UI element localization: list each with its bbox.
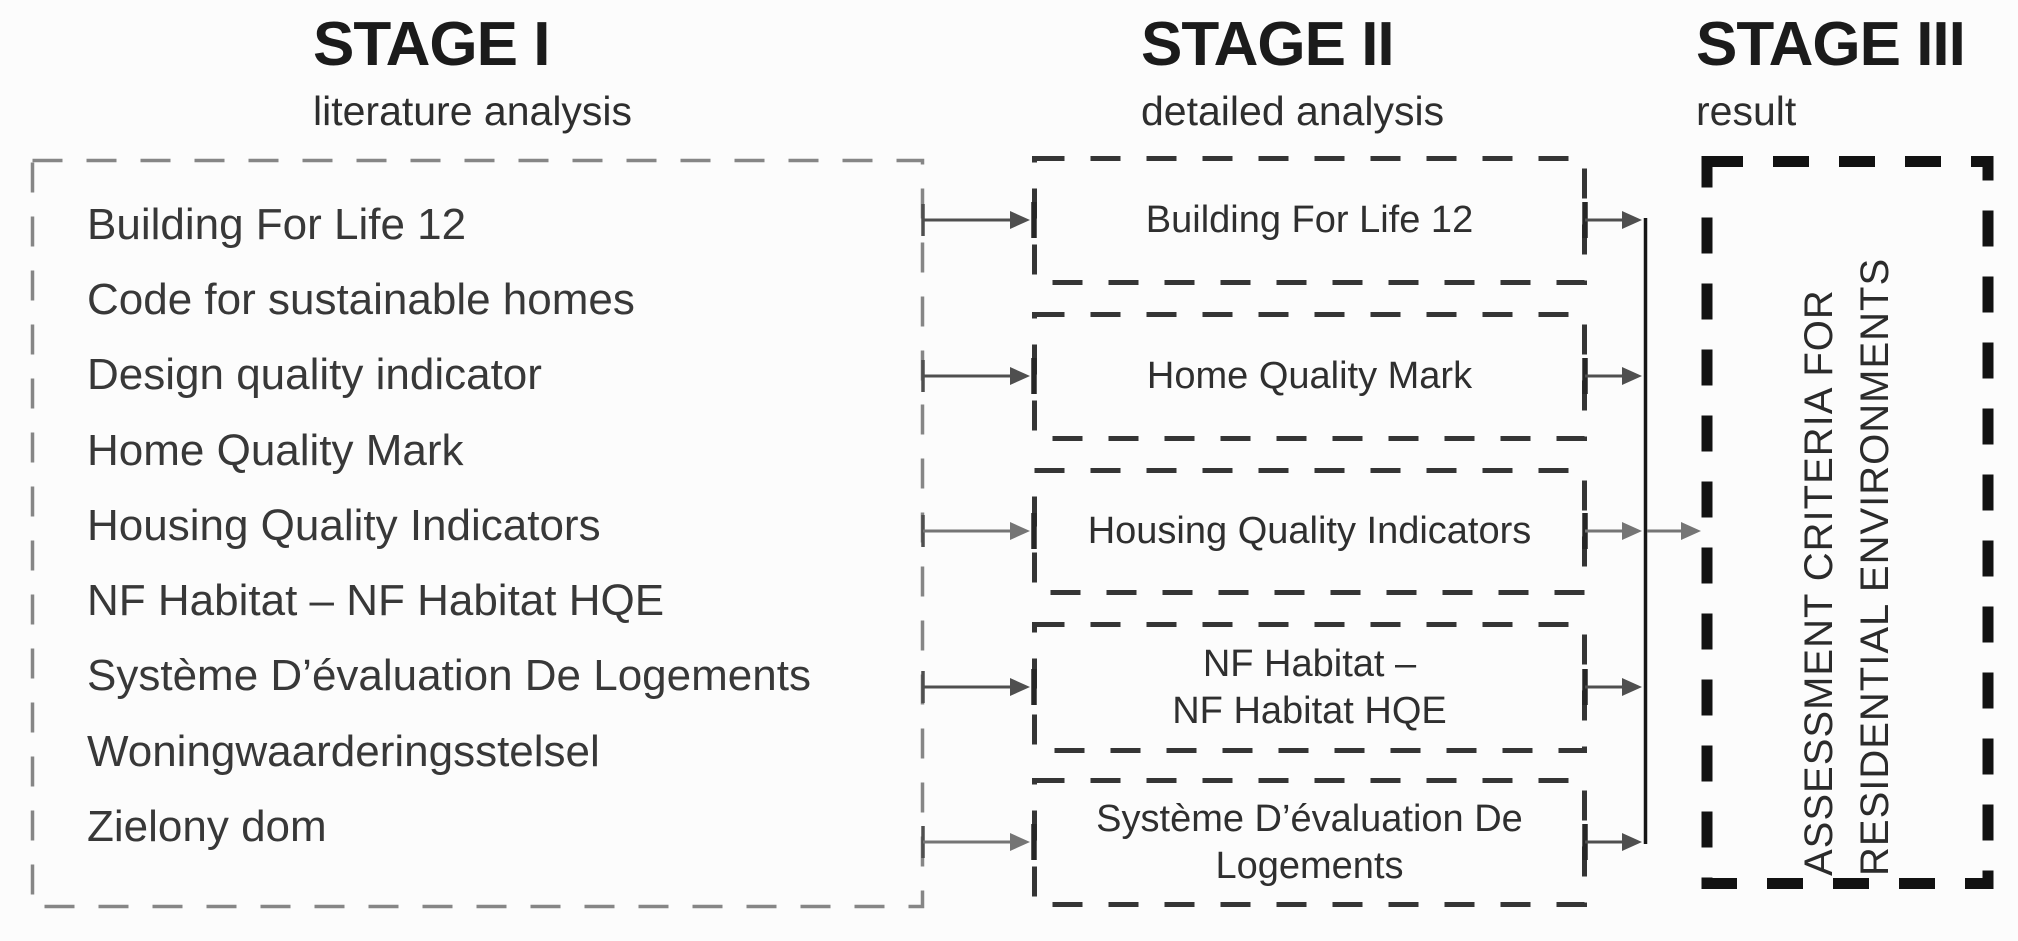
stage3-result-label: ASSESSMENT CRITERIA FOR RESIDENTIAL ENVI… [1797,257,1897,876]
list-item: Housing Quality Indicators [87,500,601,550]
list-item: Home Quality Mark [87,425,464,475]
stage2-header: STAGE II detailed analysis [1141,10,1445,134]
stage2-box-label: Building For Life 12 [1145,199,1474,241]
stage2-title: STAGE II [1141,10,1395,79]
stage2-box-label: Housing Quality Indicators [1087,510,1532,552]
list-item: Building For Life 12 [87,199,467,249]
arrow-stage1-to-home-quality-mark [921,358,1037,394]
list-item: Design quality indicator [87,350,542,400]
arrow-building-for-life-12-out [1582,202,1642,238]
arrow-housing-quality-indicators-out [1582,513,1642,549]
arrowhead-icon [1622,522,1642,540]
arrow-nf-habitat-out [1582,669,1642,705]
arrowhead-icon [1010,211,1030,229]
stage1-subtitle: literature analysis [313,88,633,134]
list-item: Système D’évaluation De Logements [87,651,811,701]
arrowhead-icon [1010,833,1030,851]
arrowhead-icon [1622,211,1642,229]
arrow-stage1-to-nf-habitat [921,669,1037,705]
arrow-stage1-to-systeme-devaluation [921,824,1037,860]
stage2-subtitle: detailed analysis [1141,88,1445,134]
stage1-title: STAGE I [313,10,550,79]
stage2-box-label: Home Quality Mark [1146,355,1473,397]
arrow-stage1-to-building-for-life-12 [921,202,1037,238]
list-item: NF Habitat – NF Habitat HQE [87,576,665,626]
stage3-header: STAGE III result [1696,10,1966,134]
stage1-method-list: Building For Life 12 Code for sustainabl… [87,187,811,865]
arrowhead-icon [1010,367,1030,385]
arrowhead-icon [1622,367,1642,385]
stage3-title: STAGE III [1696,10,1966,79]
arrowhead-icon [1681,522,1701,540]
stage2-box-label: Système D’évaluation De Logements [1096,797,1523,887]
stage1-header: STAGE I literature analysis [313,10,633,134]
list-item: Code for sustainable homes [87,274,635,324]
arrowhead-icon [1010,678,1030,696]
arrow-systeme-devaluation-out [1582,824,1642,860]
arrow-collector-to-stage3 [1647,522,1701,540]
stage3-box-outline [1701,156,1994,889]
arrow-home-quality-mark-out [1582,358,1642,394]
list-item: Woningwaarderingsstelsel [87,726,600,776]
arrowhead-icon [1010,522,1030,540]
arrowhead-icon [1622,678,1642,696]
arrow-stage1-to-housing-quality-indicators [921,513,1037,549]
stage2-box-label: NF Habitat – NF Habitat HQE [1172,642,1447,732]
arrowhead-icon [1622,833,1642,851]
list-item: Zielony dom [87,802,327,852]
stage3-subtitle: result [1696,88,1797,134]
